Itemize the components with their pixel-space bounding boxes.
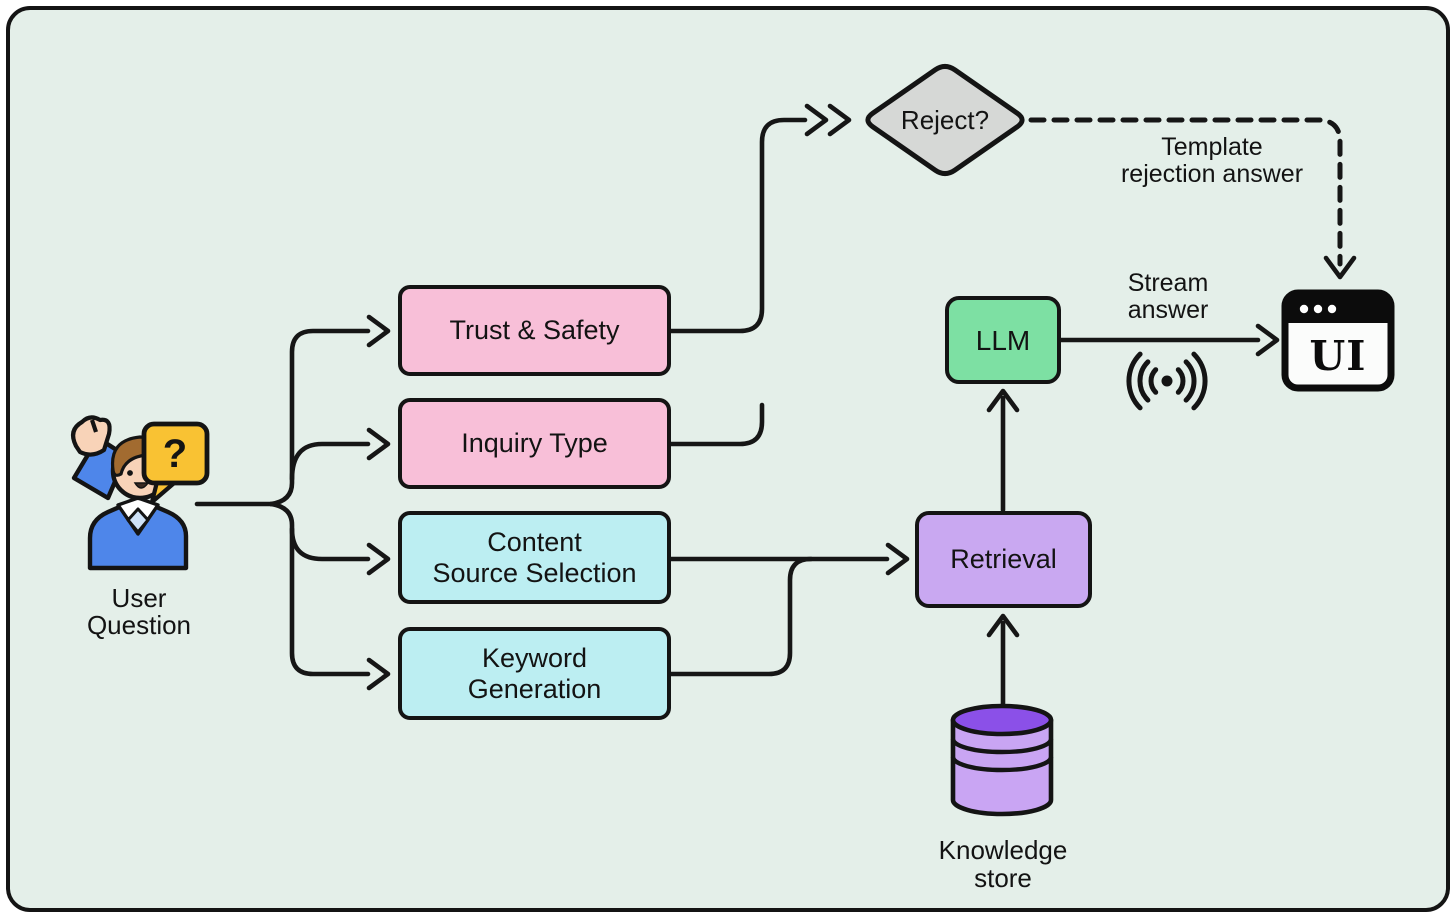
edge-branch-content xyxy=(289,526,371,562)
node-keyword-generation: Keyword Generation xyxy=(398,627,671,720)
node-retrieval-label: Retrieval xyxy=(950,544,1057,574)
database-top xyxy=(950,703,1054,737)
user-hand xyxy=(71,415,112,457)
edge-keyword-merge xyxy=(668,556,814,677)
database-band-1 xyxy=(950,738,1054,755)
arrowhead-content-box xyxy=(366,542,391,576)
reject-label: Reject? xyxy=(900,104,990,135)
node-content-source: Content Source Selection xyxy=(398,511,671,604)
edge-trust-reject xyxy=(668,117,808,334)
node-trust-safety-label: Trust & Safety xyxy=(449,315,620,345)
database-icon xyxy=(950,703,1054,817)
arrowhead-keyword xyxy=(366,657,391,691)
arrowhead-trust xyxy=(366,314,391,348)
speech-bubble xyxy=(141,421,210,505)
stream-answer-label: Stream answer xyxy=(1127,269,1209,324)
browser-dot-3 xyxy=(1327,304,1337,314)
arrowhead-reject-1 xyxy=(804,103,829,137)
broadcast-icon xyxy=(1126,351,1208,411)
node-trust-safety: Trust & Safety xyxy=(398,285,671,376)
edge-inquiry-merge xyxy=(668,402,765,447)
broadcast-dot xyxy=(1161,375,1173,387)
template-rejection-label: Template rejection answer xyxy=(1120,133,1304,188)
node-content-source-label: Content Source Selection xyxy=(432,526,637,588)
arrowhead-ui-top xyxy=(1323,255,1357,280)
user-question-label: User Question xyxy=(86,583,192,640)
edge-branch-keyword xyxy=(268,501,371,677)
edge-branch-trust xyxy=(268,328,371,507)
question-mark: ? xyxy=(162,431,188,476)
arrowhead-retrieval-bottom xyxy=(986,613,1020,638)
node-inquiry-type-label: Inquiry Type xyxy=(461,428,608,458)
browser-dot-1 xyxy=(1299,304,1309,314)
node-keyword-generation-label: Keyword Generation xyxy=(467,642,602,704)
ui-label: UI xyxy=(1309,332,1367,380)
user-eye-left xyxy=(127,470,133,476)
node-inquiry-type: Inquiry Type xyxy=(398,398,671,489)
arrowhead-ui xyxy=(1255,323,1280,357)
diagram-frame xyxy=(6,6,1450,912)
edge-reject-ui-dashed xyxy=(1028,117,1343,267)
browser-dot-2 xyxy=(1313,304,1323,314)
arrowhead-inquiry xyxy=(366,427,391,461)
database-body xyxy=(950,717,1054,817)
arrowhead-reject-2 xyxy=(827,103,852,137)
database-band-2 xyxy=(950,756,1054,773)
arrowhead-retrieval-left xyxy=(885,542,910,576)
arrowhead-llm xyxy=(986,388,1020,413)
node-llm-label: LLM xyxy=(975,324,1031,356)
browser-ui-icon xyxy=(1281,289,1395,392)
user-tie xyxy=(126,507,150,534)
node-llm: LLM xyxy=(945,296,1061,384)
knowledge-store-label: Knowledge store xyxy=(938,835,1068,893)
node-retrieval: Retrieval xyxy=(915,511,1092,608)
edge-branch-inquiry xyxy=(289,441,371,482)
reject-diamond xyxy=(865,63,1025,177)
